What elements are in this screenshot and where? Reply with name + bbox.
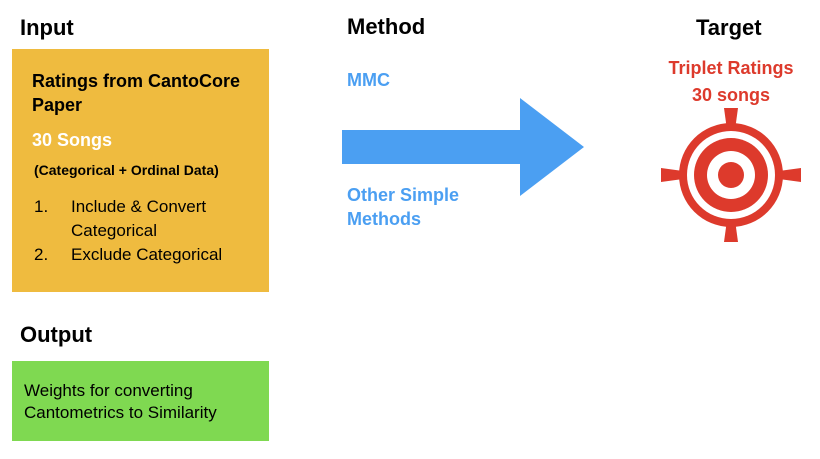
input-heading: Input <box>20 15 74 40</box>
output-box: Weights for converting Cantometrics to S… <box>12 361 269 441</box>
input-options-list: 1. Include & Convert Categorical 2. Excl… <box>34 195 266 267</box>
input-option-2: 2. Exclude Categorical <box>34 243 266 267</box>
output-heading: Output <box>20 322 93 347</box>
method-heading: Method <box>347 14 426 39</box>
option-text: Include & Convert Categorical <box>71 197 207 240</box>
target-label: Triplet Ratings <box>668 58 794 78</box>
target-heading: Target <box>696 15 762 40</box>
input-song-count: 30 Songs <box>32 130 113 150</box>
output-text: Weights for converting Cantometrics to S… <box>24 381 217 422</box>
target-count: 30 songs <box>691 85 771 105</box>
target-icon <box>661 108 801 242</box>
method-other: Other Simple Methods <box>347 185 460 229</box>
option-number: 1. <box>34 197 49 216</box>
input-box: Ratings from CantoCore Paper 30 Songs (C… <box>12 49 269 292</box>
input-title: Ratings from CantoCore Paper <box>32 71 241 115</box>
flow-arrow-icon <box>342 98 584 196</box>
option-number: 2. <box>34 245 49 264</box>
option-text: Exclude Categorical <box>71 245 223 264</box>
method-mmc: MMC <box>347 70 390 90</box>
input-option-1: 1. Include & Convert Categorical <box>34 195 266 243</box>
input-data-type: (Categorical + Ordinal Data) <box>34 162 219 178</box>
